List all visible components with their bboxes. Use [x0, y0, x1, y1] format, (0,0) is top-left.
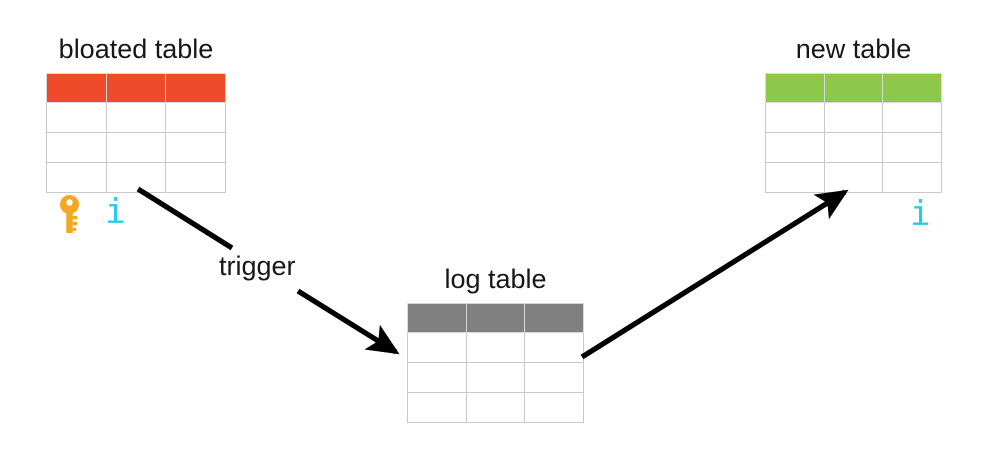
table-header-cell	[524, 303, 584, 333]
table-row	[407, 332, 584, 363]
table-header-row	[46, 73, 226, 103]
table-cell	[46, 162, 107, 193]
table-cell	[882, 132, 942, 163]
table-cell	[823, 102, 884, 133]
table-header-cell	[105, 73, 167, 103]
table-cell	[165, 102, 226, 133]
table-header-cell	[407, 303, 467, 333]
table-cell	[524, 392, 584, 423]
table-cell	[465, 392, 526, 423]
table-header-cell	[465, 303, 526, 333]
bloated-table-title: bloated table	[58, 34, 214, 64]
table-cell	[46, 102, 107, 133]
table-header-cell	[165, 73, 226, 103]
migration-arrow	[580, 189, 849, 360]
table-cell	[165, 132, 226, 163]
key-icon-svg	[60, 195, 79, 233]
table-row	[46, 102, 226, 133]
table-header-row	[765, 73, 942, 103]
table-row	[765, 162, 942, 193]
new-table-title: new table	[795, 34, 912, 64]
table-row	[407, 362, 584, 393]
table-header-row	[407, 303, 584, 333]
table-header-cell	[823, 73, 884, 103]
table-row	[765, 132, 942, 163]
table-header-cell	[46, 73, 107, 103]
table-cell	[823, 162, 884, 193]
new-table	[765, 73, 942, 193]
trigger-arrow-head	[296, 288, 400, 355]
table-cell	[407, 392, 467, 423]
table-cell	[465, 362, 526, 393]
table-cell	[524, 332, 584, 363]
table-cell	[407, 362, 467, 393]
log-table-title: log table	[444, 264, 547, 294]
table-row	[407, 392, 584, 423]
bloated-table	[46, 73, 226, 193]
table-cell	[524, 362, 584, 393]
log-table	[407, 303, 584, 423]
trigger-arrow-tail	[136, 186, 234, 251]
table-header-cell	[765, 73, 825, 103]
table-cell	[465, 332, 526, 363]
table-cell	[105, 132, 167, 163]
table-cell	[882, 102, 942, 133]
table-cell	[765, 162, 825, 193]
table-row	[46, 162, 226, 193]
key-icon	[60, 195, 82, 233]
table-row	[765, 102, 942, 133]
table-cell	[105, 162, 167, 193]
bloated-table-index-label: i	[105, 192, 126, 232]
table-header-cell	[882, 73, 942, 103]
table-cell	[407, 332, 467, 363]
table-cell	[105, 102, 167, 133]
table-row	[46, 132, 226, 163]
trigger-label: trigger	[219, 251, 296, 281]
table-cell	[165, 162, 226, 193]
table-cell	[765, 132, 825, 163]
new-table-index-label: i	[910, 194, 931, 234]
table-cell	[765, 102, 825, 133]
table-cell	[46, 132, 107, 163]
table-cell	[882, 162, 942, 193]
table-cell	[823, 132, 884, 163]
